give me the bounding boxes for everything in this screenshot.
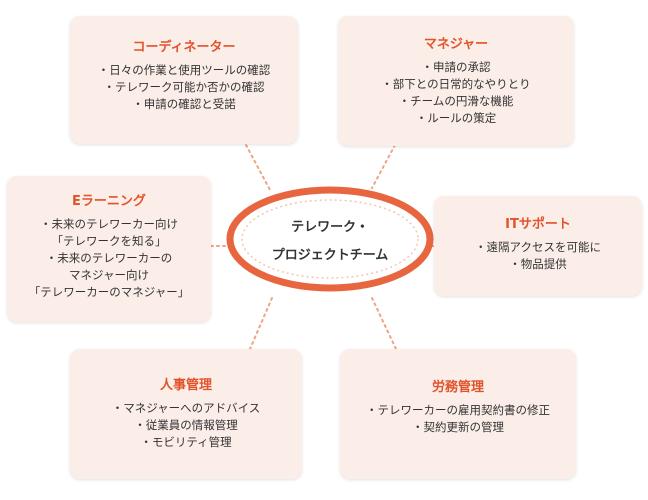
role-title: マネジャー xyxy=(423,37,489,52)
role-duty: 「テレワーカーのマネジャー」 xyxy=(28,285,190,299)
connector-hr xyxy=(249,297,273,350)
role-duty: 「テレワークを知る」 xyxy=(51,234,167,248)
role-title: Eラーニング xyxy=(72,194,146,209)
role-box-coordinator: コーディネーター ・日々の作業と使用ツールの確認 ・テレワーク可能か否かの確認 … xyxy=(70,16,298,144)
role-box-hr: 人事管理 ・マネジャーへのアドバイス ・従業員の情報管理 ・モビリティ管理 xyxy=(70,349,302,479)
role-duty: ・チームの円滑な機能 xyxy=(398,94,514,108)
role-duty: ・申請の承認 xyxy=(421,60,491,74)
role-duty: ・ルールの策定 xyxy=(415,111,497,125)
role-box-itsupport: ITサポート ・遠隔アクセスを可能に ・物品提供 xyxy=(434,196,642,296)
role-box-manager: マネジャー ・申請の承認 ・部下との日常的なやりとり ・チームの円滑な機能 ・ル… xyxy=(338,16,574,146)
role-duty: ・日々の作業と使用ツールの確認 xyxy=(97,63,271,77)
role-title: 労務管理 xyxy=(431,380,484,395)
role-duty: ・未来のテレワーカー向け xyxy=(40,217,178,231)
center-title-line2: プロジェクトチーム xyxy=(271,248,389,263)
role-title: 人事管理 xyxy=(159,378,212,393)
role-duty: ・未来のテレワーカーの xyxy=(45,251,173,265)
connector-coordinator xyxy=(245,144,271,191)
role-duty: マネジャー向け xyxy=(69,268,149,282)
connector-labor xyxy=(371,297,397,350)
role-duty: ・部下との日常的なやりとり xyxy=(381,77,531,91)
role-title: ITサポート xyxy=(505,217,571,232)
role-box-elearning: Eラーニング ・未来のテレワーカー向け 「テレワークを知る」 ・未来のテレワーカ… xyxy=(7,176,211,322)
role-duty: ・テレワーカーの雇用契約書の修正 xyxy=(366,403,550,417)
role-duty: ・物品提供 xyxy=(509,257,567,271)
role-duty: ・申請の確認と受諾 xyxy=(132,97,236,111)
role-duty: ・契約更新の管理 xyxy=(412,420,504,434)
role-duty: ・遠隔アクセスを可能に xyxy=(475,240,601,254)
role-box-labor: 労務管理 ・テレワーカーの雇用契約書の修正 ・契約更新の管理 xyxy=(340,349,576,479)
center-ellipse xyxy=(226,186,434,292)
connector-manager xyxy=(371,144,396,189)
role-duty: ・テレワーク可能か否かの確認 xyxy=(103,80,265,94)
role-title: コーディネーター xyxy=(132,40,236,55)
role-duty: ・モビリティ管理 xyxy=(140,435,232,449)
center-title-line1: テレワーク・ xyxy=(291,220,369,235)
role-duty: ・マネジャーへのアドバイス xyxy=(111,401,261,415)
role-duty: ・従業員の情報管理 xyxy=(134,418,238,432)
